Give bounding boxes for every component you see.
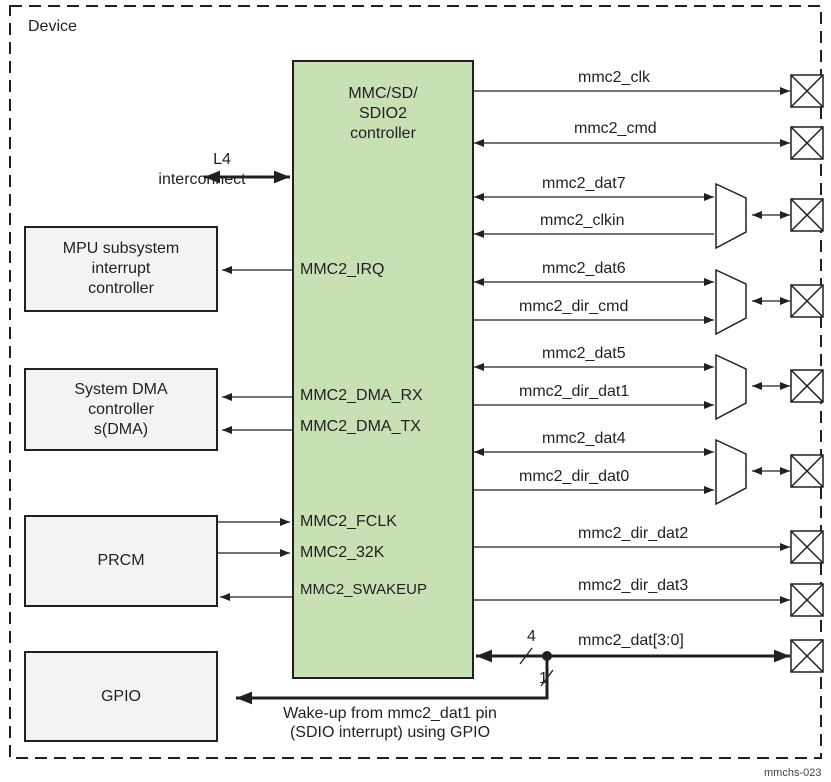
pad-clk [790, 74, 824, 108]
port-dma-rx: MMC2_DMA_RX [300, 387, 423, 404]
pad-dir-dat3 [790, 583, 824, 617]
signal-dat4-label: mmc2_dat4 [542, 430, 626, 447]
bus-junction-dot [542, 651, 552, 661]
bus-slash-4 [519, 647, 533, 665]
gpio-label: GPIO [100, 687, 141, 705]
mux-1 [715, 182, 747, 250]
bus-width-4: 4 [527, 628, 536, 645]
pad-dat4 [790, 454, 824, 488]
controller-title-line-2: SDIO2 [358, 105, 407, 122]
signal-dir-dat0-label: mmc2_dir_dat0 [519, 468, 630, 485]
port-swakeup: MMC2_SWAKEUP [300, 581, 427, 598]
figure-id: mmchs-023 [764, 767, 822, 779]
gpio-wakeup-line [236, 656, 549, 705]
l4-line-2: interconnect [158, 171, 246, 188]
mpu-line-2: interrupt [91, 260, 151, 277]
dma-line-2: controller [88, 400, 154, 418]
wakeup-note-line-1: Wake-up from mmc2_dat1 pin [283, 705, 497, 722]
signal-dat30-label: mmc2_dat[3:0] [578, 632, 684, 649]
mmc-controller-block [292, 60, 474, 679]
pad-dat6 [790, 284, 824, 318]
controller-title-line-3: controller [350, 125, 416, 142]
device-label: Device [28, 18, 77, 35]
prcm-box: PRCM [24, 515, 218, 607]
bus-width-1: 1 [539, 670, 548, 687]
port-fclk: MMC2_FCLK [300, 513, 397, 530]
mux-2 [715, 268, 747, 336]
system-dma-box: System DMA controller s(DMA) [24, 368, 218, 451]
pad-dat30 [790, 639, 824, 673]
signal-dir-dat3-label: mmc2_dir_dat3 [578, 577, 689, 594]
signal-dir-cmd-label: mmc2_dir_cmd [519, 298, 629, 315]
signal-clkin-label: mmc2_clkin [540, 212, 625, 229]
pad-dir-dat2 [790, 530, 824, 564]
controller-title-line-1: MMC/SD/ [348, 85, 418, 102]
signal-clk-label: mmc2_clk [578, 69, 651, 86]
wakeup-note-line-2: (SDIO interrupt) using GPIO [289, 724, 491, 741]
pad-dat7 [790, 198, 824, 232]
bus-slash-1 [540, 669, 554, 687]
mpu-line-1: MPU subsystem [62, 240, 180, 257]
port-dma-tx: MMC2_DMA_TX [300, 418, 421, 435]
mux-3 [715, 353, 747, 421]
port-irq: MMC2_IRQ [300, 261, 385, 278]
signal-dir-dat1-label: mmc2_dir_dat1 [519, 383, 630, 400]
prcm-label: PRCM [97, 552, 145, 569]
mpu-line-3: controller [88, 280, 154, 297]
signal-dir-dat2-label: mmc2_dir_dat2 [578, 525, 689, 542]
controller-title: MMC/SD/ SDIO2 controller [292, 84, 474, 144]
gpio-box: GPIO [24, 651, 218, 742]
l4-interconnect-label: L4 interconnect [152, 150, 252, 190]
dma-line-3: s(DMA) [93, 420, 149, 438]
pad-dat5 [790, 369, 824, 403]
l4-line-1: L4 [213, 151, 231, 168]
signal-dat5-label: mmc2_dat5 [542, 345, 626, 362]
signal-cmd-label: mmc2_cmd [574, 120, 657, 137]
port-32k: MMC2_32K [300, 544, 385, 561]
signal-dat6-label: mmc2_dat6 [542, 260, 626, 277]
wakeup-note: Wake-up from mmc2_dat1 pin (SDIO interru… [240, 704, 540, 742]
dma-line-1: System DMA [74, 380, 168, 398]
mux-4 [715, 438, 747, 506]
signal-dat7-label: mmc2_dat7 [542, 175, 626, 192]
mpu-interrupt-controller-box: MPU subsystem interrupt controller [24, 226, 218, 312]
pad-cmd [790, 126, 824, 160]
